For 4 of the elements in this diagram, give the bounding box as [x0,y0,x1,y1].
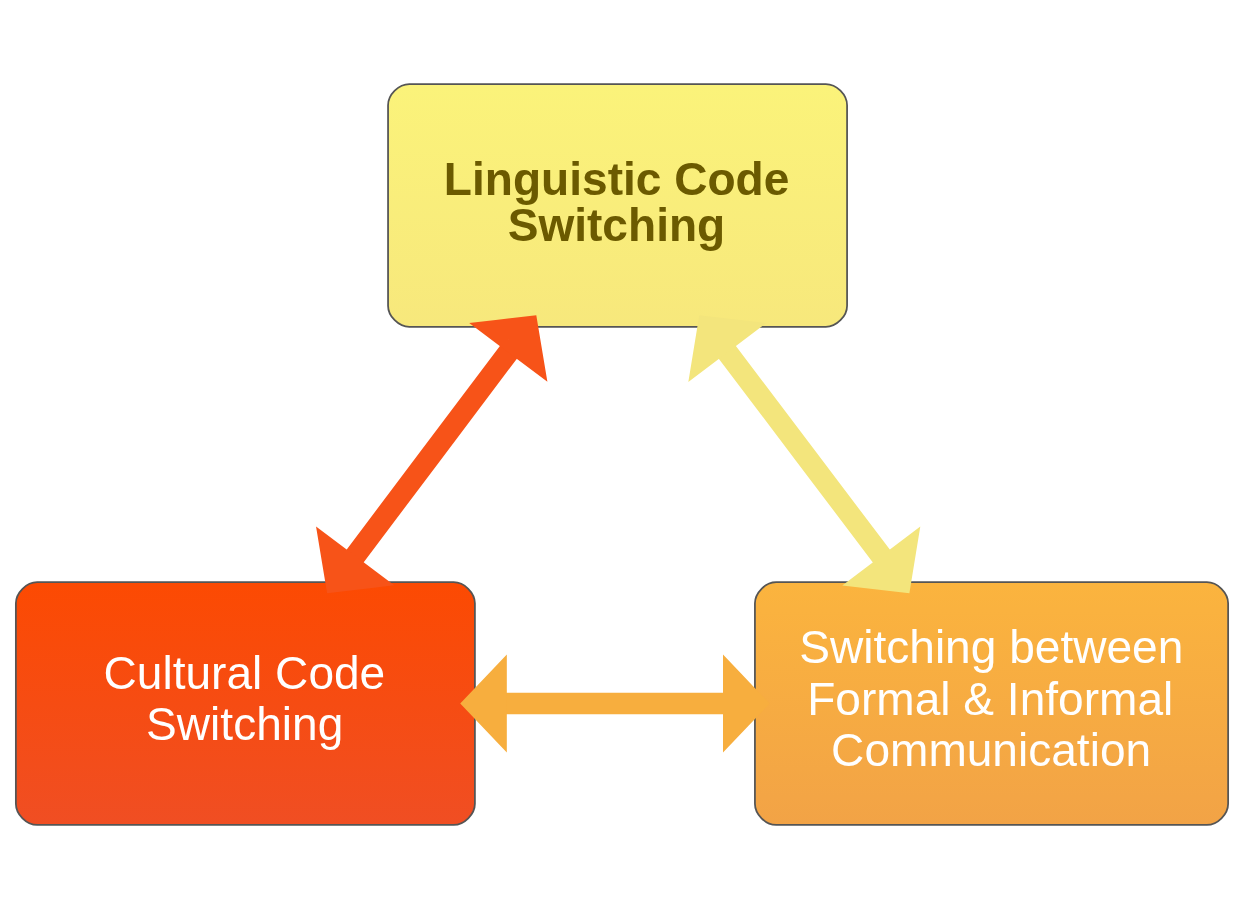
arrow [316,315,548,594]
node-box: Cultural Code Switching [15,581,476,826]
node-box: Linguistic Code Switching [387,83,848,328]
node-box: Switching between Formal & Informal Communication [754,581,1229,826]
